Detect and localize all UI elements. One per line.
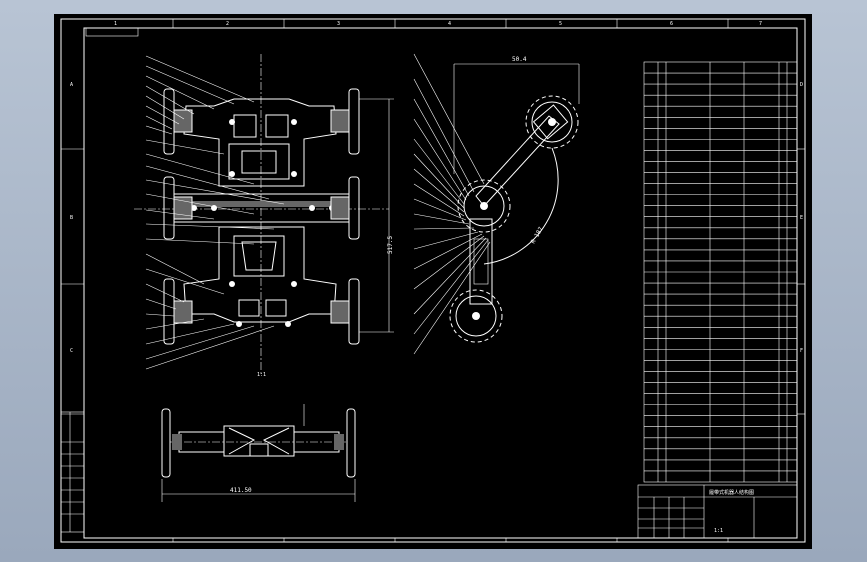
top-left-label-box — [85, 27, 139, 37]
zone-mark: 1 — [114, 21, 117, 27]
dim-text: 50.4 — [512, 56, 527, 63]
title-block: 履带式机器人结构图 1:1 — [637, 484, 798, 539]
zone-mark: 7 — [759, 21, 762, 27]
title-block-title: 履带式机器人结构图 — [709, 489, 754, 496]
zone-mark: 3 — [337, 21, 340, 27]
lower-chassis — [183, 226, 337, 323]
lower-link-arm — [469, 218, 493, 305]
zone-mark: B — [70, 215, 73, 221]
dim-text: 411.50 — [230, 487, 252, 494]
mid-axle-beam — [173, 193, 350, 223]
dim-text: 517.5 — [387, 236, 394, 254]
zone-mark: 5 — [559, 21, 562, 27]
side-leader-lines — [413, 53, 491, 355]
revision-strip — [60, 411, 85, 533]
upper-chassis — [183, 98, 337, 187]
zone-ticks — [61, 19, 805, 542]
zone-mark: C — [70, 348, 73, 354]
height-dimension — [359, 98, 394, 333]
view-ref-text: 1:1 — [257, 372, 266, 378]
zone-mark: D — [800, 82, 803, 88]
side-view: R 187 50.4 — [413, 53, 580, 355]
zone-mark: A — [70, 82, 73, 88]
radius-text: R 187 — [530, 226, 545, 245]
zone-mark: F — [800, 348, 803, 354]
zone-mark: 2 — [226, 21, 229, 27]
zone-mark: E — [800, 215, 803, 221]
top-view: 517.5 1:1 — [134, 54, 394, 378]
upper-link-arm — [475, 115, 560, 207]
front-view: 411.50 — [161, 404, 356, 502]
parts-list — [643, 61, 798, 483]
zone-labels: 1 2 3 4 5 6 7 A B C D E F — [70, 21, 803, 354]
zone-mark: 6 — [670, 21, 673, 27]
leader-lines — [145, 55, 285, 370]
sprocket-wheels — [163, 88, 360, 345]
title-block-scale: 1:1 — [714, 528, 723, 534]
cad-viewport[interactable]: 1 2 3 4 5 6 7 A B C D E F — [54, 14, 812, 549]
drawing-sheet: 1 2 3 4 5 6 7 A B C D E F — [60, 18, 806, 543]
zone-mark: 4 — [448, 21, 451, 27]
outer-border — [60, 18, 806, 543]
